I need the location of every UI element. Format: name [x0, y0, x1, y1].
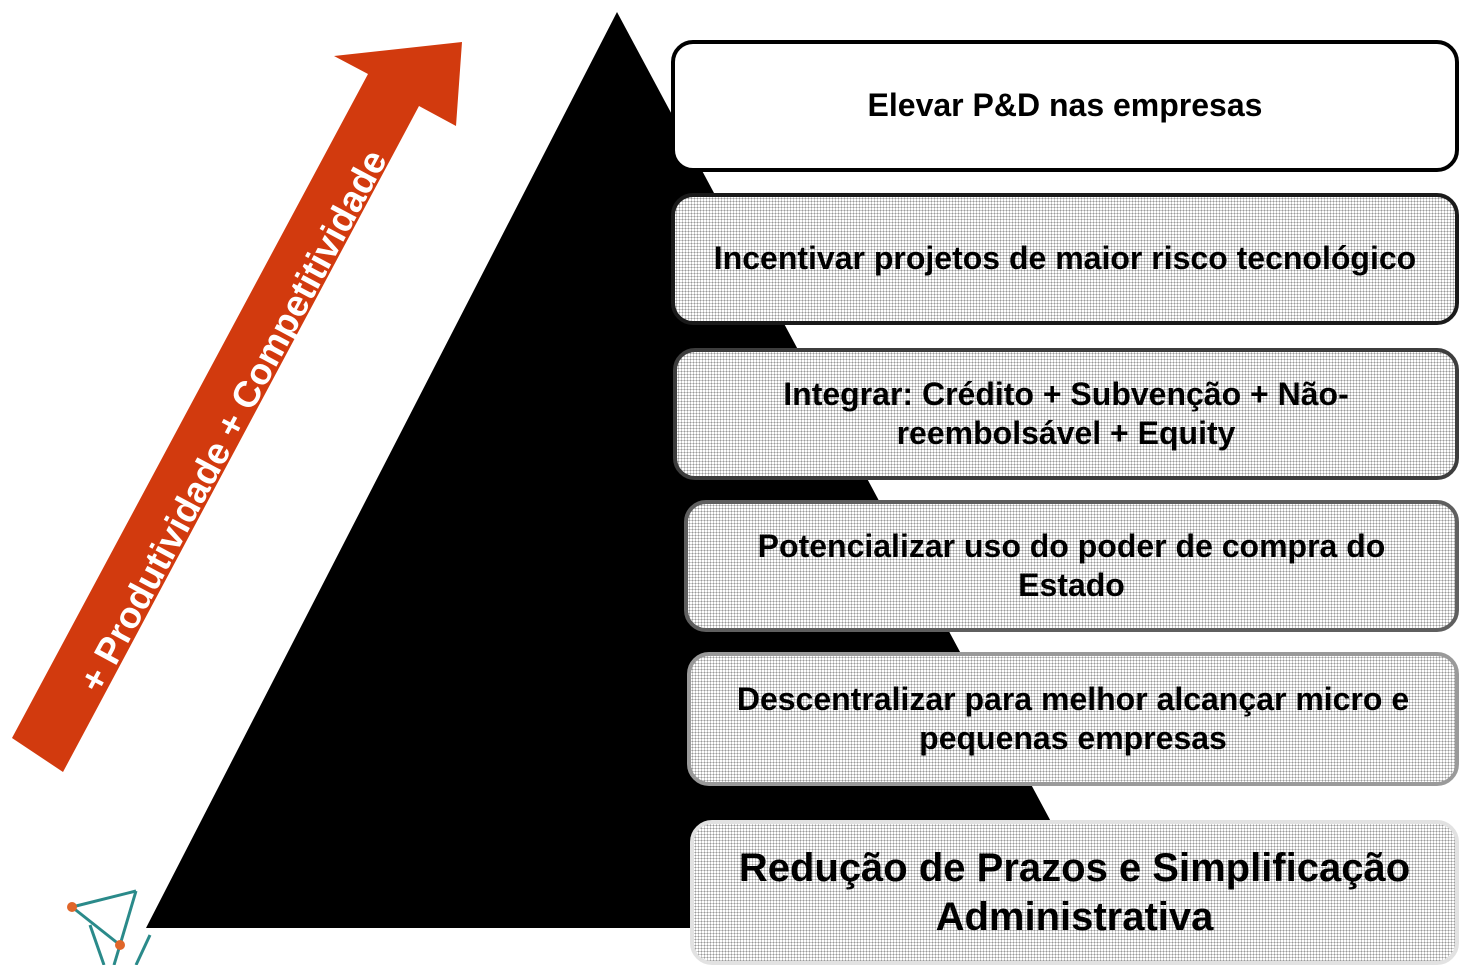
step-label: Integrar: Crédito + Subvenção + Não-reem…	[783, 375, 1349, 451]
step-box-2: Incentivar projetos de maior risco tecno…	[671, 193, 1459, 325]
step-box-5: Descentralizar para melhor alcançar micr…	[687, 652, 1459, 786]
step-box-1: Elevar P&D nas empresas	[671, 40, 1459, 172]
arrow-shape	[12, 42, 462, 772]
step-label: Redução de Prazos e Simplificação Admini…	[738, 845, 1411, 939]
step-box-6: Redução de Prazos e Simplificação Admini…	[690, 820, 1459, 965]
step-label: Elevar P&D nas empresas	[867, 87, 1263, 124]
step-box-3: Integrar: Crédito + Subvenção + Não-reem…	[673, 348, 1459, 480]
step-label: Potencializar uso do poder de compra do …	[757, 527, 1386, 603]
logo-icon	[67, 889, 152, 965]
step-box-4: Potencializar uso do poder de compra do …	[684, 500, 1459, 632]
step-label: Incentivar projetos de maior risco tecno…	[713, 240, 1417, 277]
step-label: Descentralizar para melhor alcançar micr…	[736, 680, 1410, 756]
